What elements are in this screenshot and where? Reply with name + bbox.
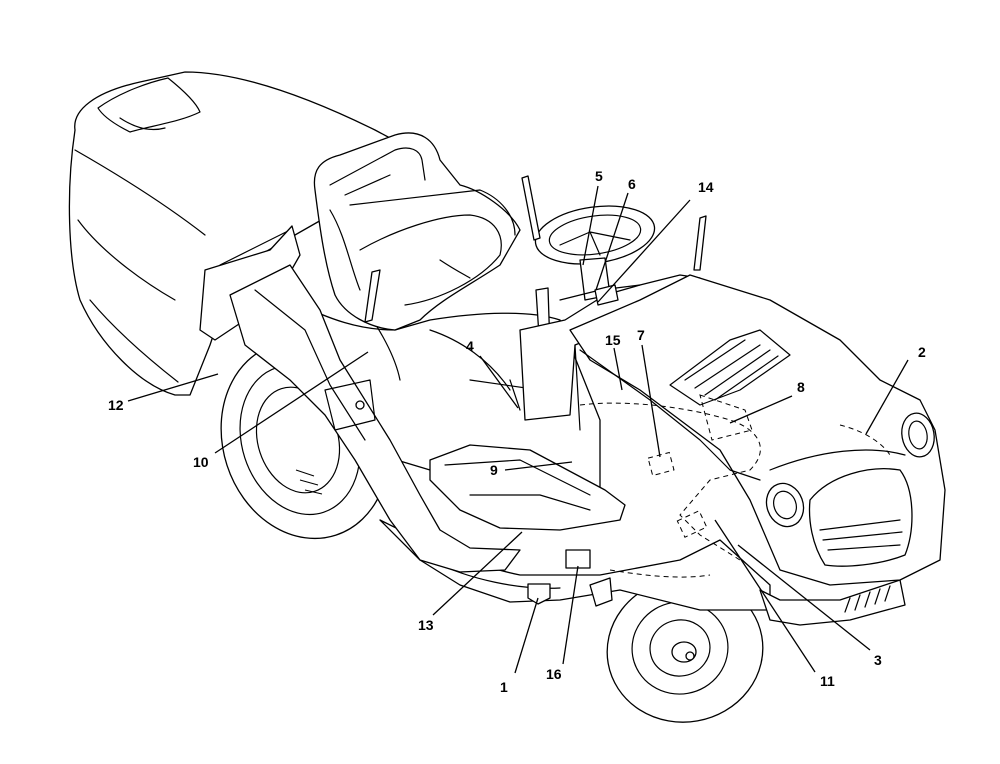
callout-10: 10 — [193, 454, 209, 470]
leader-lines — [127, 185, 909, 674]
grass-catcher-bag — [68, 71, 401, 396]
callout-11: 11 — [820, 673, 835, 689]
callout-6: 6 — [628, 176, 636, 192]
seat — [313, 132, 521, 331]
callout-9: 9 — [490, 462, 498, 478]
mower-deck — [379, 519, 771, 611]
callout-13: 13 — [418, 617, 434, 633]
callout-12: 12 — [108, 397, 124, 413]
callout-7: 7 — [637, 327, 645, 343]
callout-3: 3 — [874, 652, 882, 668]
decal-outlines — [579, 394, 891, 578]
callout-labels: 1 2 3 4 5 6 7 8 9 10 11 12 13 14 15 16 — [108, 168, 926, 695]
callout-14: 14 — [698, 179, 714, 195]
discharge-chute — [229, 264, 521, 573]
callout-1: 1 — [500, 679, 508, 695]
callout-2: 2 — [918, 344, 926, 360]
callout-4: 4 — [466, 338, 474, 354]
callout-16: 16 — [546, 666, 562, 682]
callout-5: 5 — [595, 168, 603, 184]
callout-15: 15 — [605, 332, 621, 348]
callout-8: 8 — [797, 379, 805, 395]
footrest — [429, 444, 626, 531]
hood — [569, 274, 946, 626]
